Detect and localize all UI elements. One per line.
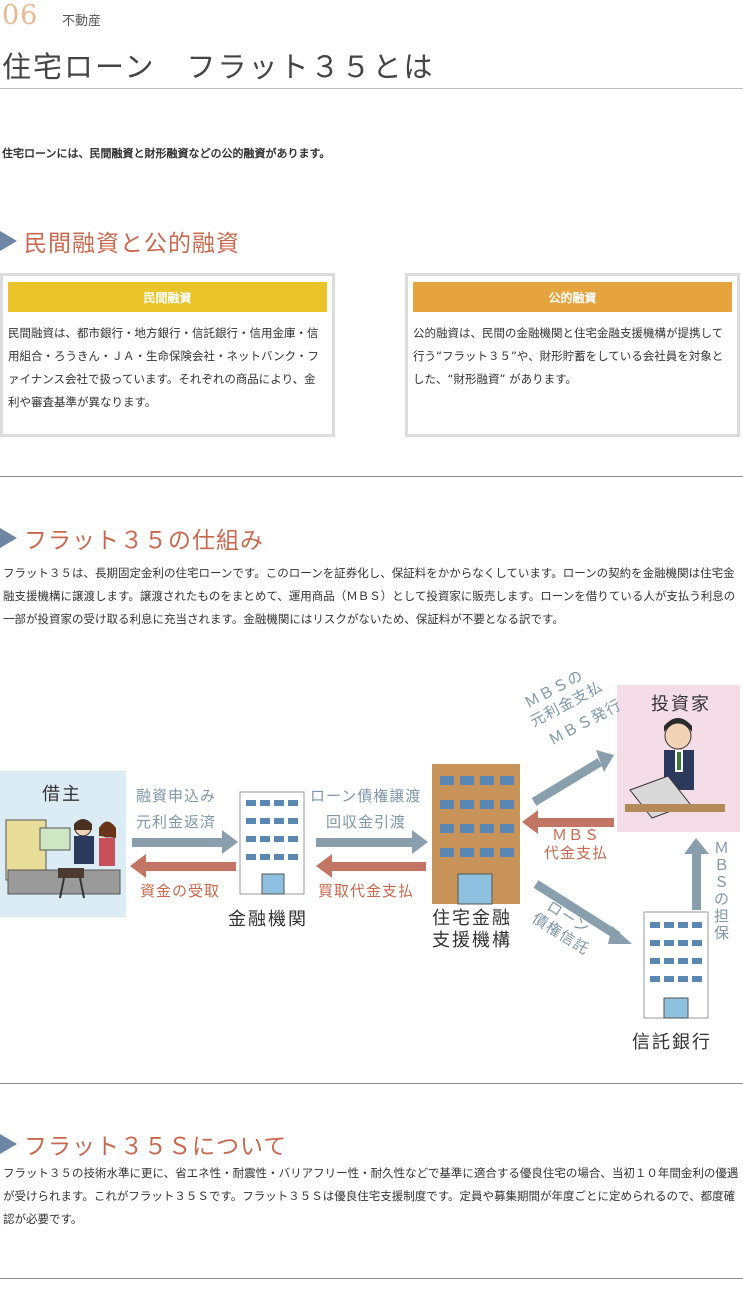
- arrow-borrower-to-bank: [132, 830, 238, 854]
- bank-building-icon: [239, 791, 305, 895]
- chapter-number: 06: [2, 0, 39, 31]
- public-loan-box: 公的融資 公的融資は、民間の金融機関と住宅金融支援機構が提携して行う“フラット３…: [405, 273, 740, 437]
- arrow-agency-to-trust: [533, 880, 632, 944]
- flat35-description: フラット３５は、長期固定金利の住宅ローンです。このローンを証券化し、保証料をかか…: [3, 566, 736, 626]
- arrow-trust-to-investor: [684, 838, 709, 910]
- diagram-svg: [0, 685, 740, 1019]
- label-collection-transfer: 回収金引渡: [326, 813, 407, 831]
- arrow-investor-to-agency: [522, 810, 614, 834]
- agency-label-line1: 住宅金融: [432, 908, 512, 929]
- section-heading-flat35: フラット３５の仕組み: [0, 521, 264, 555]
- label-purchase-payment: 買取代金支払: [318, 882, 415, 900]
- arrow-bank-to-borrower: [130, 854, 236, 878]
- agency-label: 住宅金融 支援機構: [432, 908, 512, 952]
- section-title: フラット３５Ｓについて: [24, 1134, 288, 1160]
- label-mbs-payment-line1: ＭＢＳ: [552, 826, 601, 844]
- arrow-agency-to-bank: [316, 854, 426, 878]
- intro-text: 住宅ローンには、民間融資と財形融資などの公的融資があります。: [2, 147, 331, 160]
- flat35-diagram: 借主 金融機関 住宅金融 支援機構 投資家 信託銀行 融資申込み 元利金返済 資…: [0, 666, 743, 1060]
- label-loan-transfer: ローン債権譲渡: [310, 787, 422, 805]
- section-divider: [0, 1083, 743, 1084]
- investor-label: 投資家: [651, 694, 711, 715]
- investor-illustration: [617, 685, 740, 832]
- section-title: 民間融資と公的融資: [24, 231, 240, 257]
- label-mbs-payment-line2: 代金支払: [544, 844, 609, 862]
- private-loan-header: 民間融資: [8, 282, 327, 312]
- chapter-category: 不動産: [62, 14, 102, 29]
- section-title: フラット３５の仕組み: [24, 528, 264, 554]
- trust-bank-building-icon: [643, 911, 709, 1019]
- arrow-bank-to-agency: [316, 830, 428, 854]
- label-funds-received: 資金の受取: [140, 882, 221, 900]
- private-loan-box: 民間融資 民間融資は、都市銀行・地方銀行・信託銀行・信用金庫・信用組合・ろうきん…: [0, 273, 335, 437]
- borrower-illustration: [0, 771, 126, 917]
- label-repayment: 元利金返済: [136, 813, 217, 831]
- label-mbs-collateral: ＭＢＳの担保: [714, 839, 731, 942]
- trust-bank-label: 信託銀行: [632, 1032, 712, 1053]
- section-heading-loans: 民間融資と公的融資: [0, 224, 240, 258]
- arrow-agency-to-investor: [531, 750, 614, 806]
- page-title: 住宅ローン フラット３５とは: [2, 50, 435, 84]
- public-loan-body: 公的融資は、民間の金融機関と住宅金融支援機構が提携して行う“フラット３５”や、財…: [413, 326, 724, 386]
- borrower-label: 借主: [42, 784, 82, 805]
- label-mbs-payment-group: ＭＢＳ 代金支払: [544, 826, 608, 862]
- private-loan-body: 民間融資は、都市銀行・地方銀行・信託銀行・信用金庫・信用組合・ろうきん・ＪＡ・生…: [8, 326, 319, 409]
- flat35s-description: フラット３５の技術水準に更に、省エネ性・耐震性・バリアフリー性・耐久性などで基準…: [3, 1166, 739, 1226]
- public-loan-header: 公的融資: [413, 282, 732, 312]
- footer-divider: [0, 1278, 743, 1279]
- label-loan-application: 融資申込み: [136, 787, 217, 805]
- header-divider: [0, 88, 743, 89]
- agency-building-icon: [432, 764, 520, 905]
- section-triangle-icon: [0, 528, 17, 548]
- section-triangle-icon: [0, 231, 17, 251]
- section-divider: [0, 476, 743, 477]
- section-triangle-icon: [0, 1134, 17, 1154]
- agency-label-line2: 支援機構: [432, 930, 512, 951]
- bank-label: 金融機関: [228, 909, 308, 930]
- section-heading-flat35s: フラット３５Ｓについて: [0, 1127, 287, 1161]
